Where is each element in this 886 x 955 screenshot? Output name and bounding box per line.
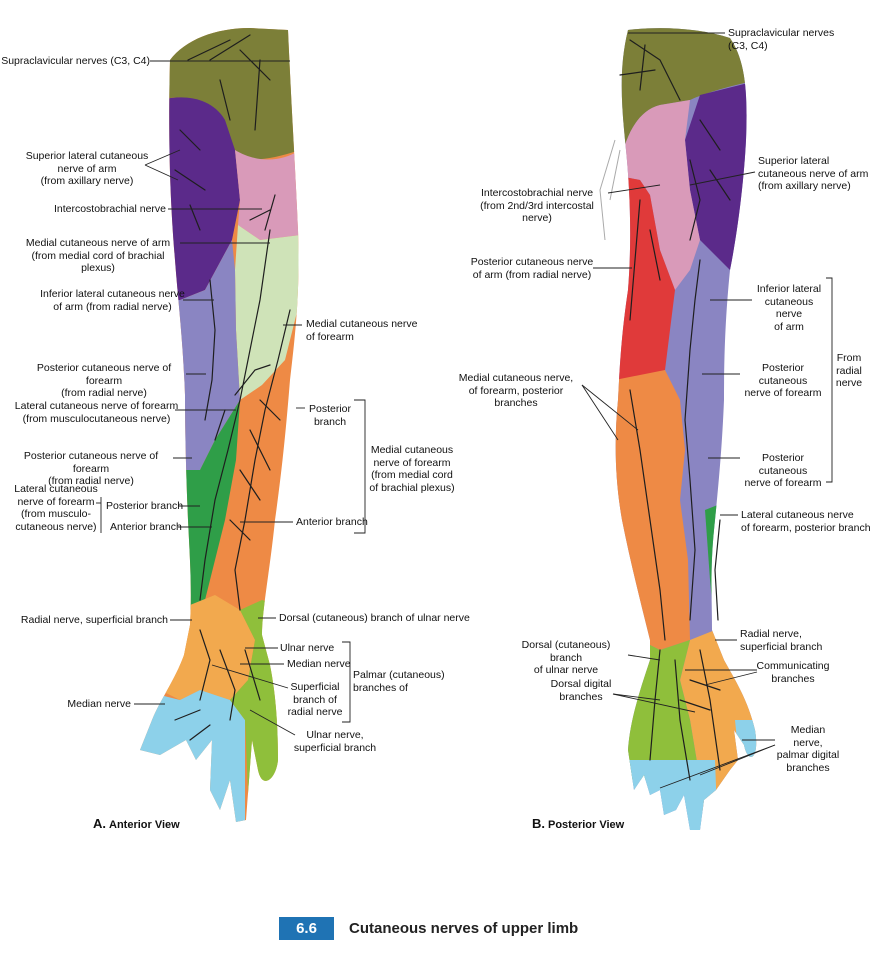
label-a-medial-arm: Medial cutaneous nerve of arm (from medi… bbox=[25, 237, 171, 274]
label-a-superior-lateral: Superior lateral cutaneous nerve of arm … bbox=[25, 150, 149, 187]
label-b-intercostobrachial: Intercostobrachial nerve (from 2nd/3rd i… bbox=[480, 187, 594, 224]
label-a-posterior-forearm-2: Posterior cutaneous nerve of forearm (fr… bbox=[23, 450, 159, 487]
anterior-arm bbox=[140, 28, 299, 822]
posterior-nerve-lines bbox=[619, 39, 731, 781]
label-a-medial-forearm-group: Medial cutaneous nerve of forearm (from … bbox=[369, 444, 455, 494]
label-b-dorsal-ulnar: Dorsal (cutaneous) branch of ulnar nerve bbox=[521, 639, 611, 676]
label-a-dorsal-ulnar: Dorsal (cutaneous) branch of ulnar nerve bbox=[279, 612, 470, 624]
label-a-posterior-branch-right: Posterior branch bbox=[308, 403, 351, 428]
label-a-radial-superficial: Radial nerve, superficial branch bbox=[20, 614, 168, 626]
label-a-inferior-lateral: Inferior lateral cutaneous nerve of arm … bbox=[40, 288, 185, 313]
label-a-superficial-radial: Superficial branch of radial nerve bbox=[287, 681, 343, 718]
label-b-median-palmar-digital: Median nerve, palmar digital branches bbox=[776, 724, 840, 774]
label-b-posterior-forearm-1: Posterior cutaneous nerve of forearm bbox=[744, 362, 822, 399]
label-a-medial-forearm-top: Medial cutaneous nerve of forearm bbox=[306, 318, 418, 343]
label-a-posterior-branch-left: Posterior branch bbox=[106, 500, 184, 512]
posterior-arm bbox=[615, 28, 757, 831]
label-b-radial-superficial: Radial nerve, superficial branch bbox=[740, 628, 823, 653]
label-b-posterior-arm: Posterior cutaneous nerve of arm (from r… bbox=[470, 256, 594, 281]
anterior-leader-lines bbox=[96, 60, 366, 736]
label-b-superior-lateral: Superior lateral cutaneous nerve of arm … bbox=[758, 155, 869, 192]
label-a-median-nerve-short: Median nerve bbox=[287, 658, 351, 670]
label-a-anterior-branch-right: Anterior branch bbox=[296, 516, 368, 528]
posterior-view-title: B.Posterior View bbox=[532, 816, 624, 831]
anterior-nerve-lines bbox=[174, 34, 291, 741]
label-b-inferior-lateral: Inferior lateral cutaneous nerve of arm bbox=[756, 283, 822, 333]
label-a-ulnar: Ulnar nerve bbox=[280, 642, 335, 654]
label-a-posterior-forearm-1: Posterior cutaneous nerve of forearm (fr… bbox=[36, 362, 172, 399]
figure-caption: Cutaneous nerves of upper limb bbox=[349, 920, 579, 937]
label-a-lateral-forearm-musculo: Lateral cutaneous nerve of forearm (from… bbox=[14, 483, 98, 533]
label-a-ulnar-superficial: Ulnar nerve, superficial branch bbox=[293, 729, 377, 754]
figure-number-badge: 6.6 bbox=[279, 917, 334, 940]
label-a-anterior-branch-left: Anterior branch bbox=[110, 521, 182, 533]
label-b-medial-forearm-posterior: Medial cutaneous nerve, of forearm, post… bbox=[458, 372, 574, 409]
label-b-posterior-forearm-2: Posterior cutaneous nerve of forearm bbox=[744, 452, 822, 489]
label-a-intercostobrachial: Intercostobrachial nerve bbox=[53, 203, 166, 215]
label-a-supraclavicular: Supraclavicular nerves (C3, C4) bbox=[1, 55, 150, 67]
label-b-supraclavicular: Supraclavicular nerves (C3, C4) bbox=[728, 27, 835, 52]
posterior-view-letter: B. bbox=[532, 816, 545, 831]
anterior-view-letter: A. bbox=[93, 816, 106, 831]
anterior-view-title: A.Anterior View bbox=[93, 816, 180, 831]
label-b-communicating: Communicating branches bbox=[756, 660, 830, 685]
label-a-lateral-forearm: Lateral cutaneous nerve of forearm (from… bbox=[14, 400, 179, 425]
posterior-view-text: Posterior View bbox=[548, 819, 625, 831]
label-a-median-nerve: Median nerve bbox=[67, 698, 131, 710]
label-b-lateral-forearm-posterior: Lateral cutaneous nerve of forearm, post… bbox=[741, 509, 871, 534]
label-b-from-radial: From radial nerve bbox=[835, 352, 863, 389]
anterior-view-text: Anterior View bbox=[109, 819, 180, 831]
posterior-leader-lines bbox=[581, 32, 833, 789]
posterior-hair-texture bbox=[599, 139, 621, 241]
label-a-palmar-group: Palmar (cutaneous) branches of bbox=[353, 669, 445, 694]
label-b-dorsal-digital: Dorsal digital branches bbox=[550, 678, 612, 703]
